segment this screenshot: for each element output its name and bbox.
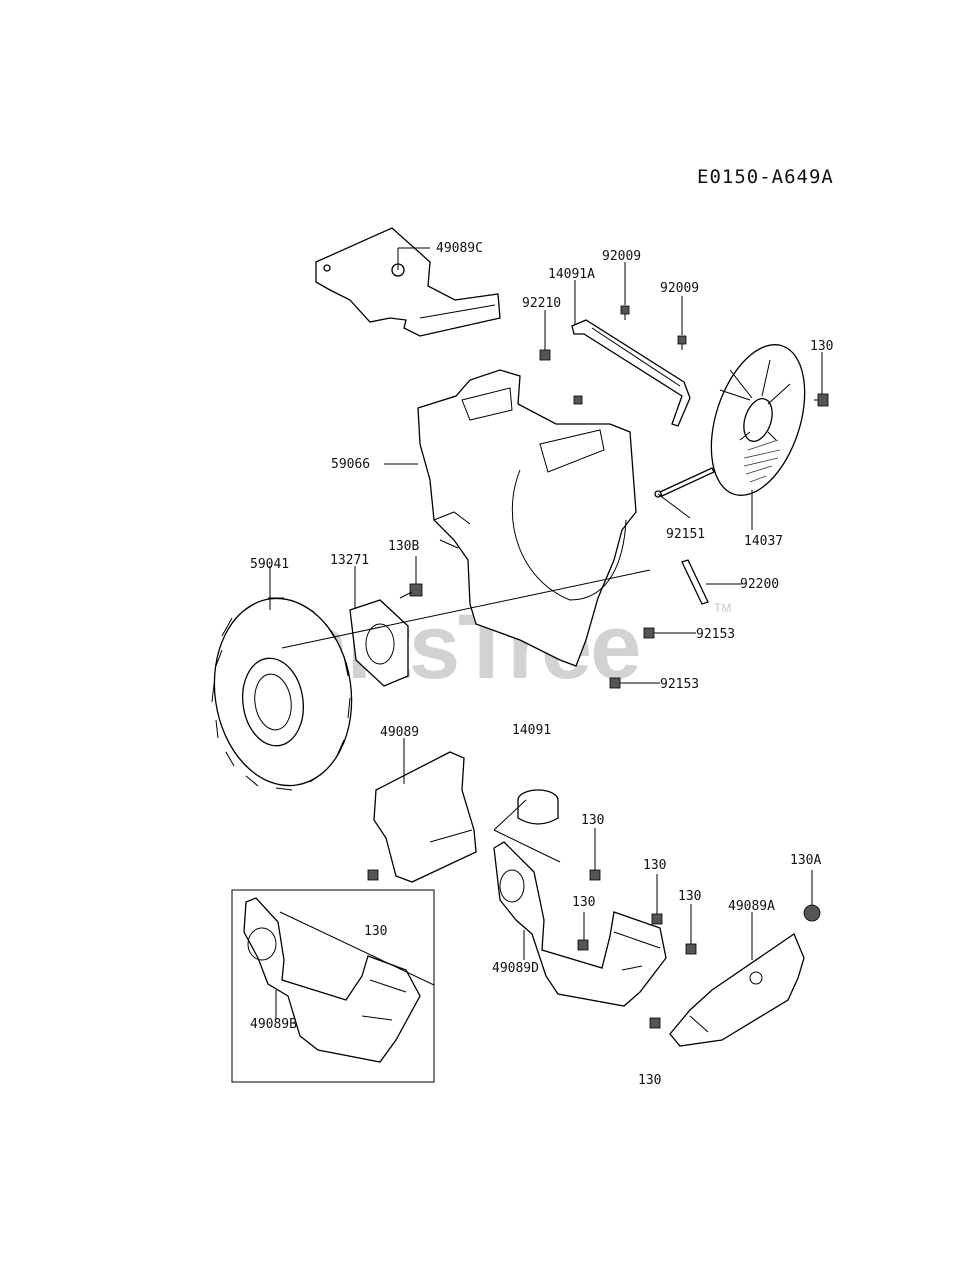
label-130-box: 130 — [364, 924, 387, 939]
label-49089A: 49089A — [728, 899, 775, 914]
bolt-130-top — [814, 393, 829, 407]
bolt-130-b — [577, 939, 589, 951]
part-49089A-cover — [669, 933, 805, 1047]
fastener-92009-a — [620, 305, 630, 320]
label-130B: 130B — [388, 539, 419, 554]
fastener-mid-shroud — [573, 395, 583, 405]
bolt-92153-b — [609, 677, 621, 689]
part-59041-fan — [211, 597, 353, 791]
bolt-49089 — [367, 869, 379, 881]
label-130-mid: 130 — [581, 813, 604, 828]
label-92153-a: 92153 — [696, 627, 735, 642]
bolt-130-d — [685, 943, 697, 955]
bolt-92153-a — [643, 627, 655, 639]
label-130A: 130A — [790, 853, 821, 868]
part-49089D-duct — [493, 841, 667, 1007]
label-14091A: 14091A — [548, 267, 595, 282]
part-59066-shroud — [417, 369, 637, 667]
bolt-130A — [803, 904, 821, 922]
label-13271: 13271 — [330, 553, 369, 568]
label-92009-a: 92009 — [602, 249, 641, 264]
label-130-a: 130 — [643, 858, 666, 873]
part-49089B-duct — [243, 897, 421, 1063]
bolt-130B — [399, 583, 423, 599]
bolt-49089A-lower — [649, 1017, 661, 1029]
bolt-130-c — [651, 913, 663, 925]
label-92153-b: 92153 — [660, 677, 699, 692]
label-130-bottom: 130 — [638, 1073, 661, 1088]
link-92200 — [681, 559, 709, 605]
part-49089-cover — [373, 751, 477, 883]
label-130-top: 130 — [810, 339, 833, 354]
bolt-130-a — [589, 869, 601, 881]
diagram-code: E0150-A649A — [697, 166, 834, 188]
part-14091-collar — [517, 789, 559, 825]
inset-box-49089B — [231, 889, 435, 1083]
pin-92151 — [654, 467, 715, 498]
label-92151: 92151 — [666, 527, 705, 542]
label-14091: 14091 — [512, 723, 551, 738]
label-49089B: 49089B — [250, 1017, 297, 1032]
watermark-trademark: TM — [714, 601, 731, 615]
label-92200: 92200 — [740, 577, 779, 592]
label-49089D: 49089D — [492, 961, 539, 976]
label-14037: 14037 — [744, 534, 783, 549]
label-59041: 59041 — [250, 557, 289, 572]
part-14091A-bracket — [571, 319, 691, 427]
label-92210: 92210 — [522, 296, 561, 311]
label-49089: 49089 — [380, 725, 419, 740]
part-13271-plate — [349, 599, 409, 687]
label-49089C: 49089C — [436, 241, 483, 256]
label-130-b: 130 — [572, 895, 595, 910]
label-59066: 59066 — [331, 457, 370, 472]
label-92009-b: 92009 — [660, 281, 699, 296]
part-14037-screen — [710, 344, 806, 496]
leader-lines — [269, 247, 823, 1020]
label-130-c: 130 — [678, 889, 701, 904]
fastener-92009-b — [677, 335, 687, 350]
nut-92210 — [539, 349, 551, 361]
